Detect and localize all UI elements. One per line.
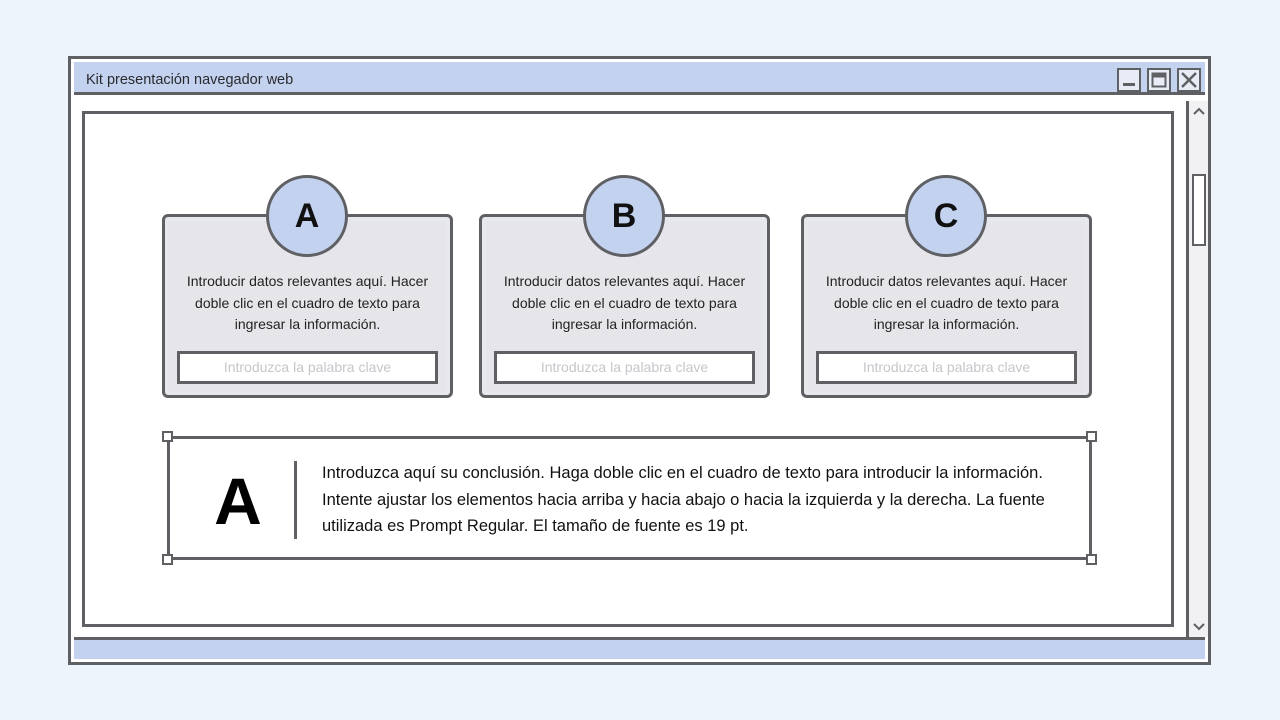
card-description[interactable]: Introducir datos relevantes aquí. Hacer … (186, 273, 429, 332)
resize-handle-top-right[interactable] (1086, 431, 1097, 442)
maximize-button[interactable] (1147, 68, 1171, 92)
resize-handle-bottom-left[interactable] (162, 554, 173, 565)
conclusion-letter: A (214, 464, 262, 538)
maximize-icon (1151, 72, 1167, 88)
vertical-divider (294, 461, 297, 539)
vertical-scrollbar[interactable] (1186, 101, 1208, 637)
resize-handle-top-left[interactable] (162, 431, 173, 442)
close-icon (1181, 72, 1197, 88)
card-badge-a: A (266, 175, 348, 257)
info-card-b: Introducir datos relevantes aquí. Hacer … (479, 214, 770, 398)
keyword-field[interactable]: Introduzca la palabra clave (177, 351, 438, 384)
chevron-up-icon[interactable] (1190, 103, 1208, 121)
resize-handle-bottom-right[interactable] (1086, 554, 1097, 565)
title-bar: Kit presentación navegador web (74, 62, 1205, 95)
minimize-button[interactable] (1117, 68, 1141, 92)
close-button[interactable] (1177, 68, 1201, 92)
keyword-field[interactable]: Introduzca la palabra clave (816, 351, 1077, 384)
card-description[interactable]: Introducir datos relevantes aquí. Hacer … (825, 273, 1068, 332)
window-title: Kit presentación navegador web (86, 72, 294, 88)
keyword-field[interactable]: Introduzca la palabra clave (494, 351, 755, 384)
conclusion-text[interactable]: Introduzca aquí su conclusión. Haga dobl… (322, 464, 1045, 535)
card-badge-c: C (905, 175, 987, 257)
chevron-down-icon[interactable] (1190, 617, 1208, 635)
status-bar (74, 637, 1205, 659)
scroll-thumb[interactable] (1192, 174, 1206, 246)
conclusion-box[interactable]: A Introduzca aquí su conclusión. Haga do… (167, 436, 1092, 560)
card-description[interactable]: Introducir datos relevantes aquí. Hacer … (503, 273, 746, 332)
card-badge-b: B (583, 175, 665, 257)
minimize-icon (1123, 83, 1135, 86)
